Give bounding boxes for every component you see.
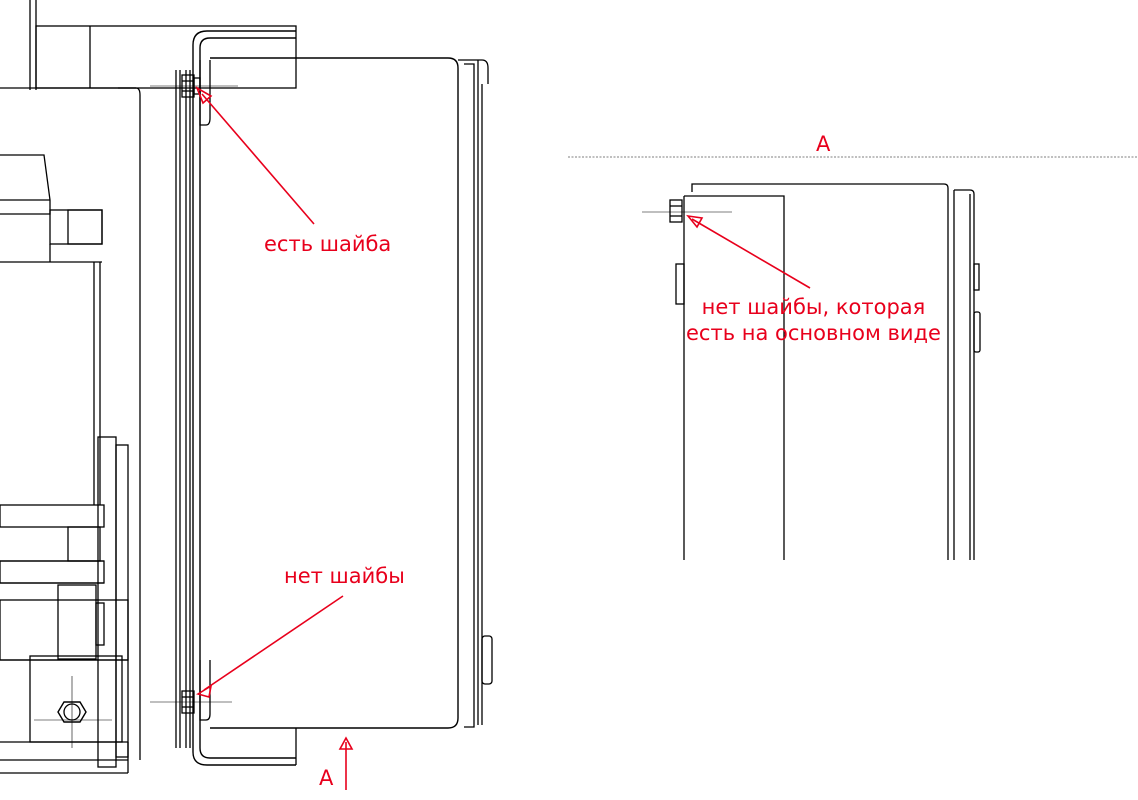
- view-label-a-title: A: [816, 132, 831, 156]
- section-note-line-2: есть на основном виде: [686, 321, 941, 345]
- annotation-leaders: [195, 86, 811, 790]
- view-label-a-arrow: A: [319, 766, 334, 790]
- annotation-washer-missing: нет шайбы: [284, 564, 405, 588]
- section-view-a: [568, 156, 1138, 560]
- annotation-section-note: нет шайбы, которая есть на основном виде: [686, 294, 941, 346]
- section-note-line-1: нет шайбы, которая: [701, 295, 926, 319]
- arrowhead-view-a: [338, 736, 354, 750]
- arrowhead-section: [686, 214, 704, 229]
- annotation-washer-present: есть шайба: [264, 232, 392, 256]
- centre-lines: [34, 85, 238, 748]
- main-view: [0, 0, 493, 774]
- arrowhead-bottom: [196, 684, 213, 699]
- arrowhead-top: [195, 86, 213, 105]
